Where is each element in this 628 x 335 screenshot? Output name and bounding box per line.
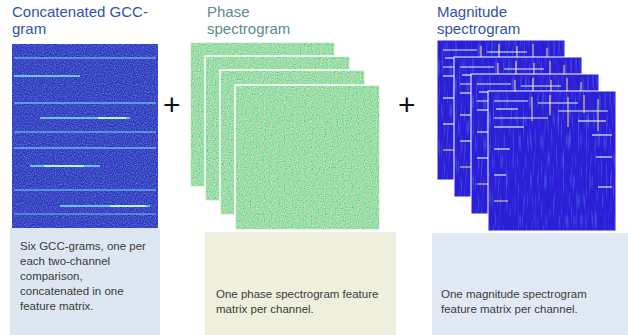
plus-sign: + bbox=[398, 90, 416, 120]
magnitude-spectrogram-stack bbox=[437, 40, 616, 231]
description-box: One phase spectrogram feature matrix per… bbox=[205, 232, 396, 335]
panel-heading: Phase spectrogram bbox=[207, 3, 312, 37]
description-box: One magnitude spectrogram feature matrix… bbox=[432, 233, 628, 335]
feature-panel: Concatenated GCC-gramSix GCC-grams, one … bbox=[10, 0, 160, 335]
panel-description: One phase spectrogram feature matrix per… bbox=[216, 287, 386, 317]
feature-panel: Phase spectrogramOne phase spectrogram f… bbox=[205, 0, 396, 335]
description-box: Six GCC-grams, one per each two-channel … bbox=[10, 228, 160, 335]
plus-sign: + bbox=[163, 90, 181, 120]
panel-description: Six GCC-grams, one per each two-channel … bbox=[20, 239, 152, 314]
feature-panel: Magnitude spectrogramOne magnitude spect… bbox=[432, 0, 628, 335]
phase-spectrogram-stack bbox=[190, 42, 380, 230]
gcc-gram-image bbox=[12, 44, 158, 228]
panel-description: One magnitude spectrogram feature matrix… bbox=[441, 287, 618, 317]
panel-heading: Concatenated GCC-gram bbox=[12, 3, 152, 37]
panel-heading: Magnitude spectrogram bbox=[437, 3, 562, 37]
